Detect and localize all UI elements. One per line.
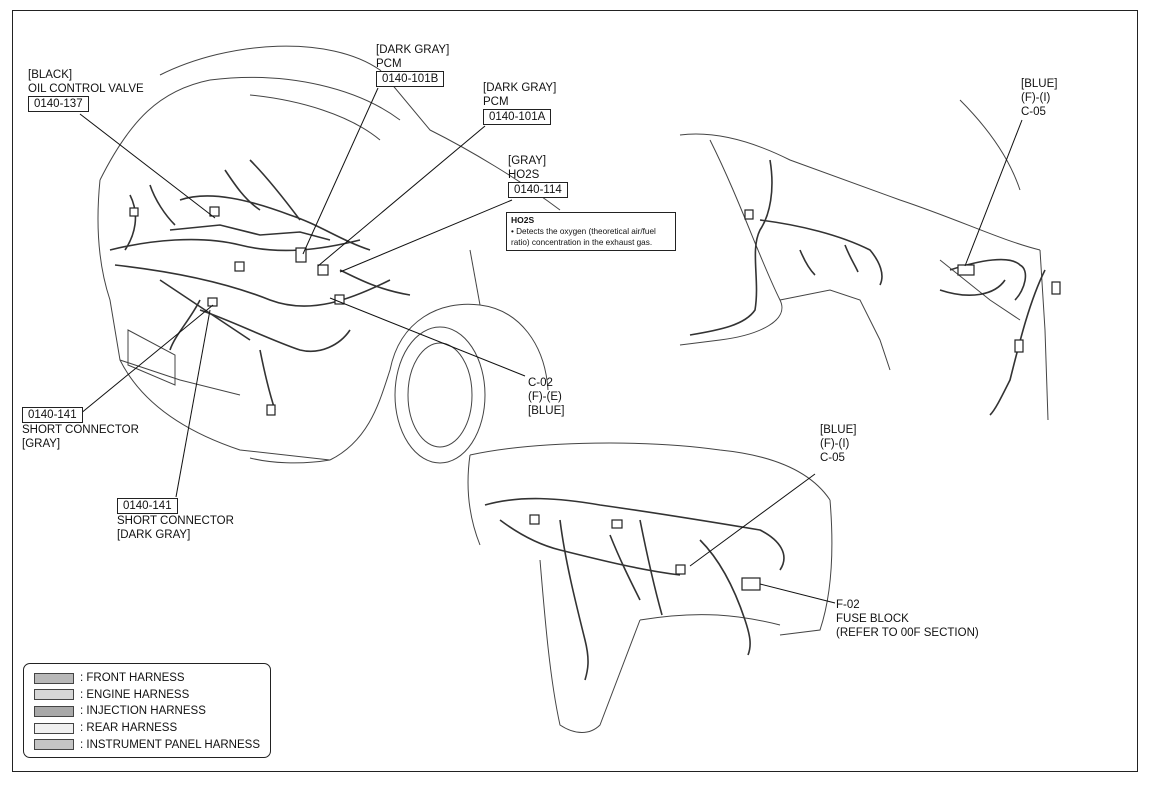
callout-pcm-b: [DARK GRAY] PCM 0140-101B (376, 43, 449, 87)
callout-pcm-a: [DARK GRAY] PCM 0140-101A (483, 81, 556, 125)
harness-legend: : FRONT HARNESS : ENGINE HARNESS : INJEC… (23, 663, 271, 758)
callout-c05-upper: [BLUE] (F)-(I) C-05 (1021, 77, 1057, 119)
engine-harness-wiring (109, 159, 411, 411)
c05-upper-type: (F)-(I) (1021, 92, 1051, 104)
legend-swatch (34, 672, 74, 684)
legend-swatch (34, 705, 74, 717)
callout-f02: F-02 FUSE BLOCK (REFER TO 00F SECTION) (836, 598, 979, 640)
legend-swatch (34, 689, 74, 701)
ocv-color: [BLACK] (28, 69, 73, 81)
callout-c05-lower: [BLUE] (F)-(I) C-05 (820, 423, 856, 465)
ho2s-note: HO2S • Detects the oxygen (theoretical a… (506, 212, 676, 251)
short-gray-color: [GRAY] (22, 438, 61, 450)
legend-item: : REAR HARNESS (34, 720, 270, 737)
c05-lower-type: (F)-(I) (820, 438, 850, 450)
ho2s-name: HO2S (508, 169, 540, 181)
legend-label: : REAR HARNESS (80, 722, 178, 735)
f02-name: FUSE BLOCK (836, 613, 909, 625)
pcm-b-code: 0140-101B (376, 71, 445, 87)
diagram-frame (12, 10, 1138, 772)
callout-ho2s: [GRAY] HO2S 0140-114 (508, 154, 568, 198)
pcm-b-name: PCM (376, 58, 402, 70)
callout-short-connector-dark-gray: 0140-141 SHORT CONNECTOR [DARK GRAY] (117, 498, 234, 542)
engine-connectors (129, 206, 345, 416)
legend-item: : ENGINE HARNESS (34, 687, 270, 704)
legend-label: : FRONT HARNESS (80, 672, 185, 685)
legend-swatch (34, 739, 74, 751)
ho2s-code: 0140-114 (508, 182, 568, 198)
callout-oil-control-valve: [BLACK] OIL CONTROL VALVE 0140-137 (28, 68, 144, 112)
f02-code: F-02 (836, 599, 860, 611)
instrument-panel-drawing (467, 442, 833, 733)
legend-label: : INJECTION HARNESS (80, 705, 206, 718)
legend-item: : INJECTION HARNESS (34, 703, 270, 720)
short-dkgray-color: [DARK GRAY] (117, 529, 191, 541)
short-gray-code: 0140-141 (22, 407, 83, 423)
c05-lower-code: C-05 (820, 452, 845, 464)
c02-code: C-02 (528, 377, 553, 389)
note-text: • Detects the oxygen (theoretical air/fu… (511, 227, 656, 247)
legend-label: : ENGINE HARNESS (80, 688, 190, 701)
short-gray-name: SHORT CONNECTOR (22, 424, 139, 436)
ocv-code: 0140-137 (28, 96, 89, 112)
legend-swatch (34, 722, 74, 734)
leader-lines (79, 87, 1023, 604)
c05-upper-color: [BLUE] (1021, 78, 1058, 90)
legend-label: : INSTRUMENT PANEL HARNESS (80, 738, 260, 751)
f02-ref: (REFER TO 00F SECTION) (836, 627, 979, 639)
short-dkgray-name: SHORT CONNECTOR (117, 515, 234, 527)
pcm-a-name: PCM (483, 96, 509, 108)
legend-item: : INSTRUMENT PANEL HARNESS (34, 736, 270, 753)
legend-item: : FRONT HARNESS (34, 670, 270, 687)
c02-type: (F)-(E) (528, 391, 562, 403)
instrument-panel-wiring (484, 497, 785, 681)
short-dkgray-code: 0140-141 (117, 498, 178, 514)
rear-harness-wiring (689, 159, 1046, 416)
note-title: HO2S (511, 215, 535, 225)
c02-color: [BLUE] (528, 405, 565, 417)
callout-short-connector-gray: 0140-141 SHORT CONNECTOR [GRAY] (22, 407, 139, 451)
pcm-a-code: 0140-101A (483, 109, 552, 125)
pcm-a-color: [DARK GRAY] (483, 82, 557, 94)
engine-bay-drawing (97, 45, 561, 464)
pcm-b-color: [DARK GRAY] (376, 44, 450, 56)
ocv-name: OIL CONTROL VALVE (28, 83, 144, 95)
callout-c02: C-02 (F)-(E) [BLUE] (528, 376, 564, 418)
ho2s-color: [GRAY] (508, 155, 547, 167)
c05-lower-color: [BLUE] (820, 424, 857, 436)
c05-upper-code: C-05 (1021, 106, 1046, 118)
